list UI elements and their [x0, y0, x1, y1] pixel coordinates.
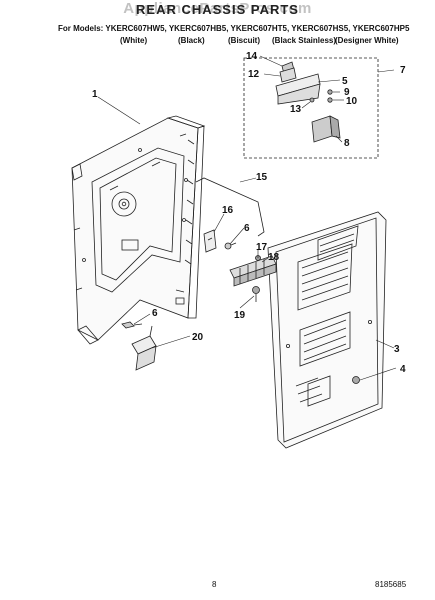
bracket-part-16 — [203, 229, 217, 253]
callout-8: 8 — [344, 138, 350, 149]
rear-access-cover — [267, 211, 387, 449]
color-black-stainless: (Black Stainless) — [272, 36, 337, 45]
callout-7: 7 — [400, 65, 406, 76]
screw-part-6-upper — [224, 242, 237, 250]
callout-15: 15 — [256, 172, 268, 183]
model-list: For Models: YKERC607HW5, YKERC607HB5, YK… — [58, 24, 410, 33]
callout-18: 18 — [268, 252, 280, 263]
callout-20: 20 — [192, 332, 204, 343]
bracket-part-20 — [131, 325, 157, 371]
callout-13: 13 — [290, 104, 302, 115]
rod-part-15 — [195, 177, 265, 237]
callout-6-upper: 6 — [244, 223, 250, 234]
callout-19: 19 — [234, 310, 246, 321]
sub-assembly-7-box — [243, 57, 379, 159]
rear-chassis-panel — [71, 115, 206, 345]
callout-5: 5 — [342, 76, 348, 87]
color-biscuit: (Biscuit) — [228, 36, 260, 45]
watermark: AppliancePartsPros.com — [123, 0, 312, 17]
callout-1: 1 — [92, 89, 98, 100]
callout-3: 3 — [394, 344, 400, 355]
callout-17: 17 — [256, 242, 268, 253]
screw-part-4 — [352, 376, 360, 384]
color-designer-white: (Designer White) — [335, 36, 399, 45]
terminal-block-part-18 — [229, 255, 277, 287]
color-white: (White) — [120, 36, 148, 45]
callout-16: 16 — [222, 205, 234, 216]
callout-9: 9 — [344, 87, 350, 98]
callout-4: 4 — [400, 364, 406, 375]
document-code: 8185685 — [375, 580, 407, 589]
callout-12: 12 — [248, 69, 260, 80]
callout-10: 10 — [346, 96, 358, 107]
callout-14: 14 — [246, 51, 258, 62]
page-number: 8 — [212, 580, 217, 589]
screw-part-6-lower — [121, 321, 143, 329]
screw-part-19 — [252, 286, 260, 302]
leader-lines — [97, 55, 397, 381]
page-title: REAR CHASSIS PARTS — [136, 2, 299, 17]
callout-labels: 1 3 4 5 6 6 7 8 9 10 12 13 14 15 16 17 1… — [92, 51, 406, 375]
color-black: (Black) — [178, 36, 205, 45]
callout-6-lower: 6 — [152, 308, 158, 319]
